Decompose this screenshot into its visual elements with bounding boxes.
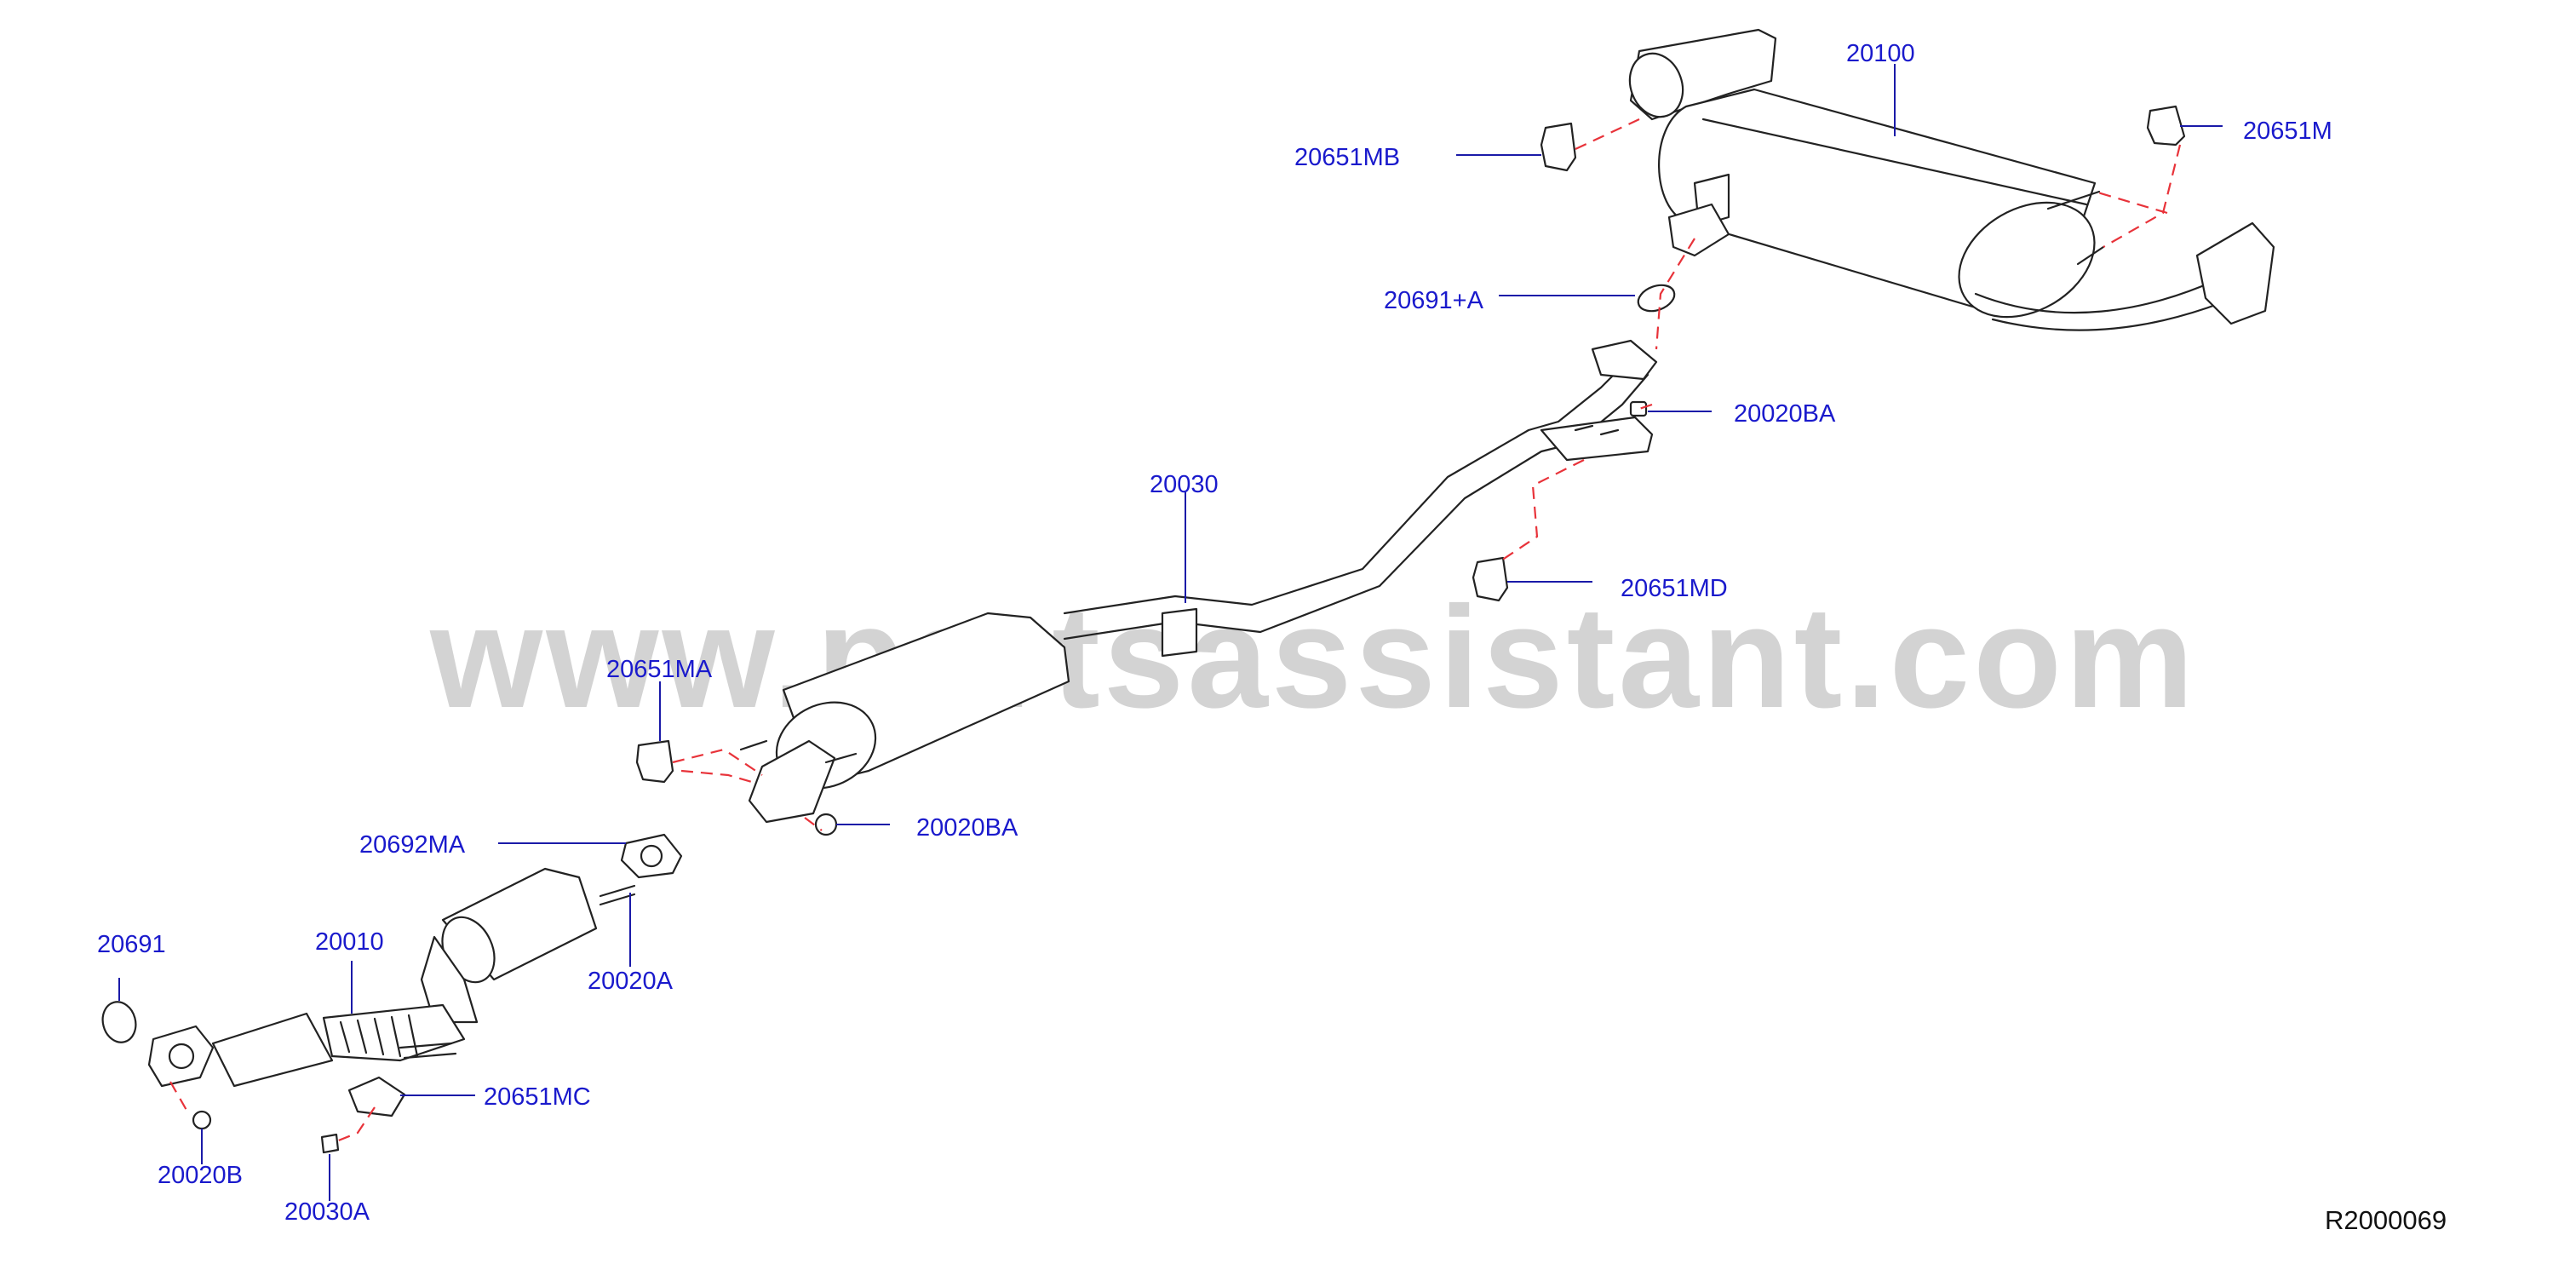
label-20020A[interactable]: 20020A: [588, 968, 674, 995]
label-20020BA-lower[interactable]: 20020BA: [916, 814, 1018, 842]
rubber-mount-20651MB[interactable]: [1540, 122, 1577, 172]
watermark-text: www.partsassistant.com: [429, 577, 2197, 738]
heat-insulator-20651MC[interactable]: [347, 1076, 406, 1117]
label-20020BA-upper[interactable]: 20020BA: [1734, 400, 1836, 428]
label-20020B[interactable]: 20020B: [158, 1162, 243, 1189]
label-20651MC[interactable]: 20651MC: [484, 1083, 591, 1111]
center-pipe-20030[interactable]: [739, 339, 1658, 824]
label-20691[interactable]: 20691: [97, 931, 166, 958]
label-20651MB[interactable]: 20651MB: [1294, 144, 1400, 171]
label-20691A[interactable]: 20691+A: [1384, 287, 1484, 314]
label-20010[interactable]: 20010: [315, 928, 384, 956]
rear-muffler-20100[interactable]: [1621, 28, 2275, 340]
gasket-20691A[interactable]: [1635, 280, 1678, 315]
label-20651M[interactable]: 20651M: [2243, 118, 2332, 145]
nut-20020B[interactable]: [192, 1110, 212, 1130]
label-20100[interactable]: 20100: [1846, 40, 1915, 67]
label-20030[interactable]: 20030: [1150, 471, 1219, 498]
label-20030A[interactable]: 20030A: [284, 1198, 370, 1226]
bolt-20030A[interactable]: [320, 1133, 340, 1154]
nut-20020BA-lower[interactable]: [814, 813, 838, 836]
rubber-mount-20651MA[interactable]: [635, 739, 674, 784]
leader-lines: [118, 64, 2223, 1201]
assembly-guides: [169, 118, 2182, 1143]
label-20651MA[interactable]: 20651MA: [606, 656, 713, 683]
rubber-mount-20651MD[interactable]: [1472, 556, 1509, 602]
diagram-reference-code: R2000069: [2325, 1205, 2447, 1235]
front-tube-catalyst-20010[interactable]: [147, 867, 598, 1088]
nut-20020BA-upper[interactable]: [1629, 400, 1648, 417]
label-20692MA[interactable]: 20692MA: [359, 831, 466, 859]
rubber-mount-20651M[interactable]: [2146, 105, 2186, 147]
gasket-20692MA[interactable]: [620, 833, 683, 879]
stud-20020A[interactable]: [599, 884, 636, 906]
label-20651MD[interactable]: 20651MD: [1621, 575, 1728, 602]
gasket-20691[interactable]: [98, 998, 140, 1046]
